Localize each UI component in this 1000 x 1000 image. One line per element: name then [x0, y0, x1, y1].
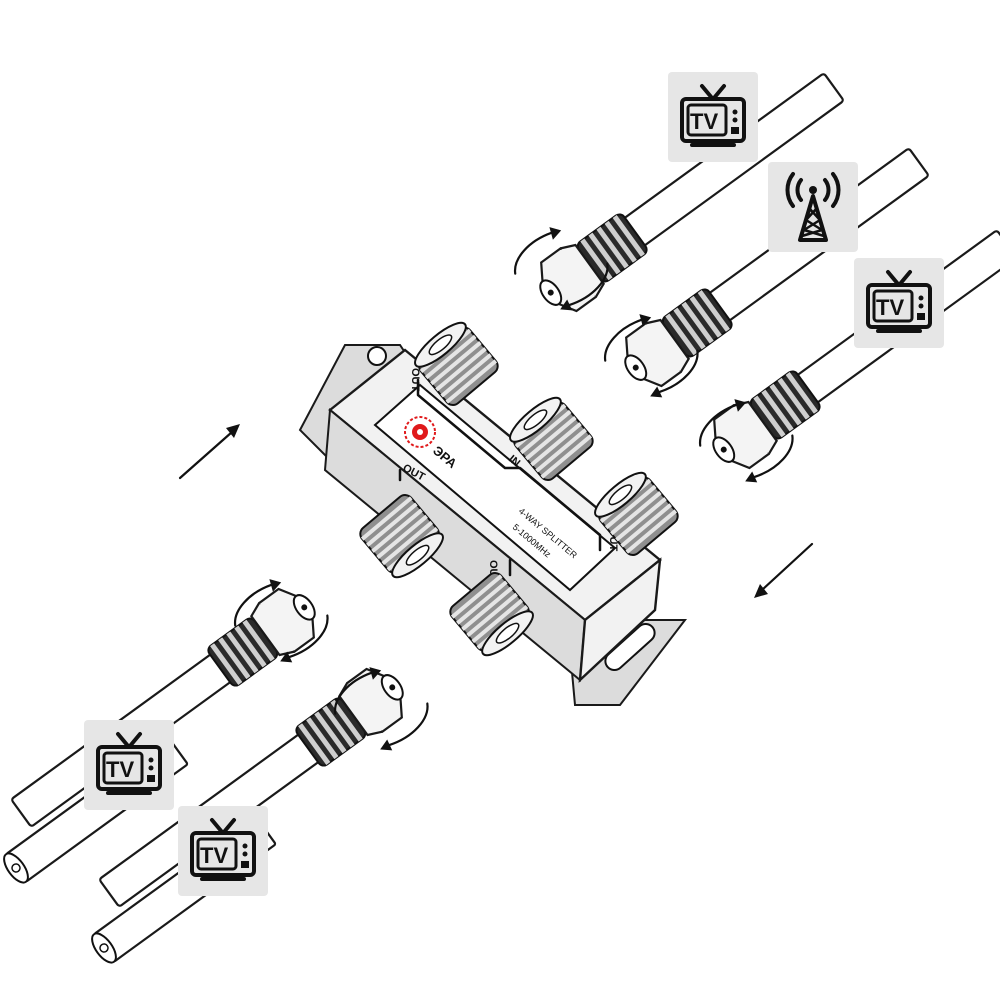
tv-badge-right: TV	[854, 258, 944, 348]
tv-label: TV	[200, 843, 228, 868]
brand-logo	[404, 416, 436, 448]
tv-label: TV	[690, 109, 718, 134]
tv-label: TV	[876, 295, 904, 320]
splitter: ЭРА IN OUT OUT OUT OUT 4-WAY SPLITTER 5-…	[298, 315, 688, 706]
tv-label: TV	[106, 757, 134, 782]
port-label-out-1: OUT	[409, 368, 421, 392]
antenna-tower-icon	[785, 172, 841, 242]
tv-badge-top: TV	[668, 72, 758, 162]
tv-badge-bottom-1: TV	[84, 720, 174, 810]
antenna-badge	[768, 162, 858, 252]
tv-icon: TV	[190, 818, 256, 881]
tv-icon: TV	[866, 270, 932, 333]
direction-arrow-down-left	[754, 542, 814, 598]
tv-badge-bottom-2: TV	[178, 806, 268, 896]
coax-cable-top-3	[698, 218, 1000, 480]
direction-arrow-up-right	[178, 424, 240, 480]
tv-icon: TV	[680, 84, 746, 147]
tv-icon: TV	[96, 732, 162, 795]
